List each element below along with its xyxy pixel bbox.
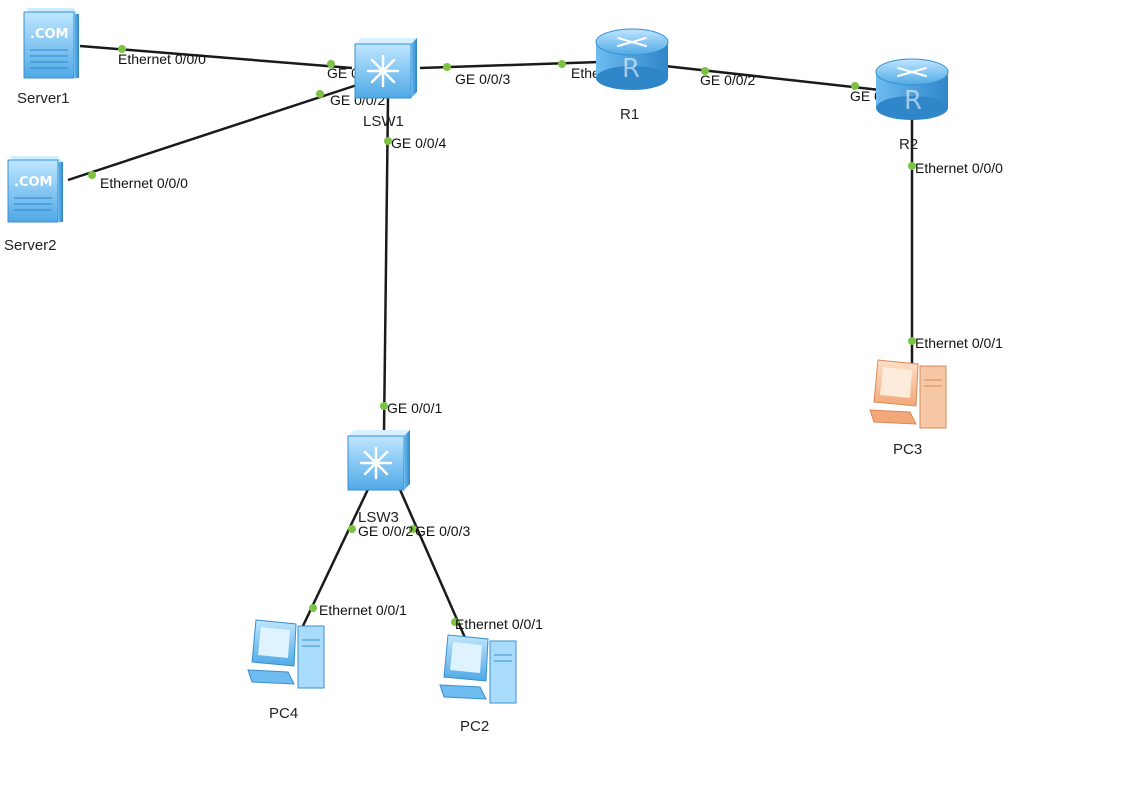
switch-icon <box>354 38 417 99</box>
router-icon: R <box>875 58 949 120</box>
port-dot-lsw3-ge002[interactable] <box>348 525 356 533</box>
port-label: GE 0/0/1 <box>387 400 442 416</box>
port-label: Ethernet 0/0/1 <box>319 602 407 618</box>
device-label-lsw1: LSW1 <box>363 113 404 130</box>
port-label: Ethernet 0/0/1 <box>915 335 1003 351</box>
port-dot-pc3-eth001[interactable] <box>908 337 916 345</box>
port-label: Ethernet 0/0/1 <box>455 616 543 632</box>
device-r1[interactable]: R <box>595 28 669 90</box>
port-dot-pc2-eth001[interactable] <box>451 618 459 626</box>
device-label-server1: Server1 <box>17 90 70 107</box>
port-label: GE 0/0/3 <box>415 523 470 539</box>
port-dot-lsw1-ge001[interactable] <box>327 60 335 68</box>
switch-icon <box>347 430 410 491</box>
device-lsw3[interactable] <box>347 430 410 491</box>
port-label: GE 0/0/4 <box>391 135 446 151</box>
device-pc3[interactable] <box>869 359 947 429</box>
port-labels: Ethernet 0/0/0 GE 0/0/1 Ethernet 0/0/0 G… <box>100 51 1003 632</box>
device-label-pc3: PC3 <box>893 441 922 458</box>
link-server2-lsw1[interactable] <box>67 82 361 182</box>
port-dot-lsw1-ge004[interactable] <box>384 137 392 145</box>
port-label: GE 0/0/2 <box>700 72 755 88</box>
link-r1-r2[interactable] <box>664 64 881 92</box>
server-icon: .COM <box>23 8 79 79</box>
device-server1[interactable]: .COM <box>23 8 79 79</box>
router-icon: R <box>595 28 669 90</box>
port-label: Ethernet 0/0/0 <box>100 175 188 191</box>
port-dot-lsw3-ge003[interactable] <box>409 525 417 533</box>
device-label-lsw3: LSW3 <box>358 509 399 526</box>
server-badge: .COM <box>14 175 52 190</box>
device-pc2[interactable] <box>439 634 517 704</box>
device-lsw1[interactable] <box>354 38 417 99</box>
device-label-server2: Server2 <box>4 237 57 254</box>
server-badge: .COM <box>30 27 68 42</box>
port-label: Ethernet 0/0/0 <box>118 51 206 67</box>
device-r2[interactable]: R <box>875 58 949 120</box>
port-dot-r2-eth000[interactable] <box>908 162 916 170</box>
pc-icon <box>439 634 517 704</box>
port-label: GE 0/0/2 <box>358 523 413 539</box>
device-label-pc2: PC2 <box>460 718 489 735</box>
port-dot-server2-eth000[interactable] <box>88 171 96 179</box>
link-lsw3-pc2[interactable] <box>396 484 468 641</box>
port-label: GE 0/0/3 <box>455 71 510 87</box>
device-label-r1: R1 <box>620 106 639 123</box>
port-dot-r1-eth000[interactable] <box>558 60 566 68</box>
pc-icon <box>869 359 947 429</box>
pc-icon <box>247 619 325 689</box>
port-dot-lsw1-ge003[interactable] <box>443 63 451 71</box>
router-badge: R <box>904 86 922 116</box>
port-dot-r2-ge002[interactable] <box>851 82 859 90</box>
port-label: Ethernet 0/0/0 <box>915 160 1003 176</box>
device-label-r2: R2 <box>899 136 918 153</box>
port-dot-pc4-eth001[interactable] <box>309 604 317 612</box>
port-dots <box>88 45 916 626</box>
device-label-pc4: PC4 <box>269 705 298 722</box>
server-icon: .COM <box>7 156 63 223</box>
device-pc4[interactable] <box>247 619 325 689</box>
port-dot-r1-ge002[interactable] <box>701 67 709 75</box>
router-badge: R <box>622 54 640 84</box>
port-dot-lsw1-ge002[interactable] <box>316 90 324 98</box>
device-server2[interactable]: .COM <box>7 156 63 223</box>
link-lsw1-lsw3[interactable] <box>382 97 390 433</box>
port-dot-server1-eth000[interactable] <box>118 45 126 53</box>
links <box>67 44 914 641</box>
port-dot-lsw3-ge001[interactable] <box>380 402 388 410</box>
